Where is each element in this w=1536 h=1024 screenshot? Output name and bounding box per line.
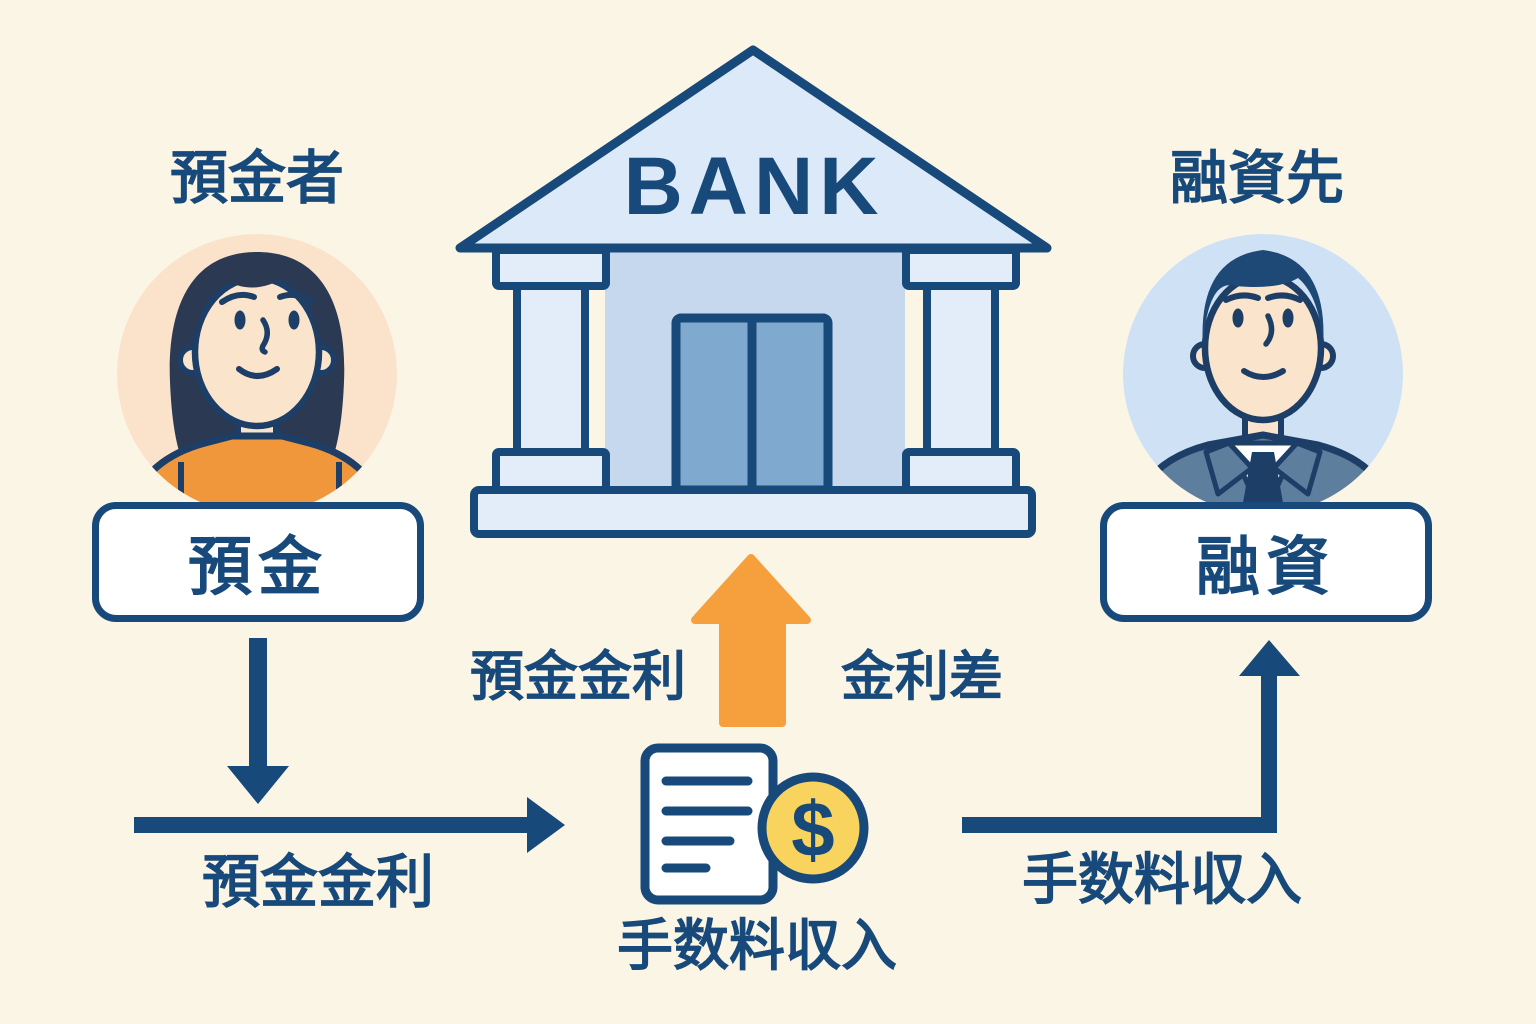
- bank-column-left: [492, 246, 610, 494]
- depositor-label: 預金者: [169, 146, 345, 211]
- dollar-sign: $: [791, 785, 834, 873]
- fee-income-arrow: [962, 640, 1300, 833]
- bank-icon: BANK: [455, 45, 1052, 538]
- deposit-down-arrow: [227, 638, 289, 804]
- bank-pediment: [455, 45, 1052, 253]
- bank-base: [470, 486, 1036, 538]
- loan-box: 融資: [1100, 502, 1432, 622]
- borrower-label: 融資先: [1169, 146, 1345, 211]
- bank-column-right: [902, 246, 1020, 494]
- bank-sign-text: BANK: [624, 141, 885, 232]
- deposit-box: 預金: [92, 502, 424, 622]
- fee-income-center-label: 手数料収入: [617, 914, 897, 977]
- interest-margin-up-arrow: [691, 554, 811, 727]
- document-icon: [640, 743, 778, 905]
- deposit-rate-arrow: [134, 797, 565, 853]
- fee-income-right-label: 手数料収入: [1022, 848, 1302, 911]
- depositor-avatar: [117, 234, 397, 514]
- dollar-coin-icon: $: [757, 772, 869, 884]
- deposit-rate-bottom-label: 預金金利: [201, 850, 435, 915]
- borrower-hair: [1202, 250, 1324, 348]
- deposit-rate-center-label: 預金金利: [470, 647, 686, 707]
- borrower-avatar: [1123, 234, 1403, 514]
- depositor-fringe: [195, 254, 319, 344]
- rate-spread-label: 金利差: [841, 647, 1003, 707]
- depositor-face: [191, 274, 323, 430]
- borrower-face: [1201, 272, 1325, 424]
